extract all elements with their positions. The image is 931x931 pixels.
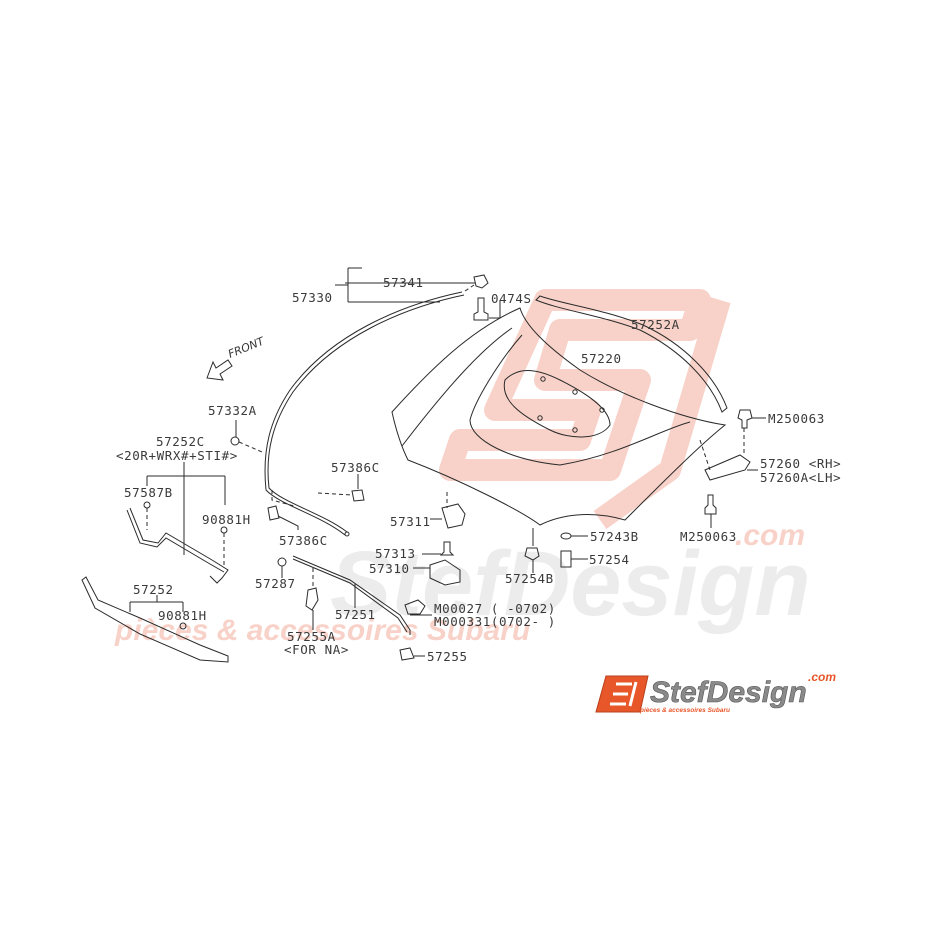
label-m250063-bottom: M250063	[680, 529, 737, 544]
label-57330: 57330	[292, 290, 333, 305]
label-57255: 57255	[427, 649, 468, 664]
label-57313: 57313	[375, 546, 416, 561]
logo-tld: .com	[808, 670, 836, 684]
label-57252: 57252	[133, 582, 174, 597]
label-57386c-a: 57386C	[331, 460, 380, 475]
label-57243b: 57243B	[590, 529, 639, 544]
watermark: StefDesign .com pièces & accessoires Sub…	[114, 289, 811, 647]
label-57260a: 57260A<LH>	[760, 470, 841, 485]
stefdesign-logo: StefDesign .com pièces & accessoires Sub…	[595, 670, 836, 714]
bolt-m250063-top	[737, 409, 753, 429]
trim-57252c	[126, 507, 229, 584]
label-57252c-note: <20R+WRX#+STI#>	[116, 448, 238, 463]
bumper-57254	[560, 550, 572, 568]
watermark-emblem	[439, 289, 731, 529]
clip-90881h-a	[220, 526, 228, 534]
logo-tagline: pièces & accessoires Subaru	[639, 707, 730, 714]
holder-57255	[399, 647, 415, 661]
latch-57310	[429, 559, 461, 586]
holder-57255a	[305, 587, 319, 611]
bumper-57254b	[524, 547, 540, 561]
arrow-left-icon	[206, 359, 233, 381]
label-57287: 57287	[255, 576, 296, 591]
logo-name: StefDesign	[650, 676, 807, 709]
part-labels: 57341 57330 0474S 57252A 57220 M250063 5…	[116, 275, 841, 664]
label-m00027: M00027 ( -0702)	[434, 601, 556, 616]
cable-57330	[264, 291, 465, 537]
label-57255a-note: <FOR NA>	[284, 642, 349, 657]
clip-57341	[473, 274, 489, 289]
bolt-m250063-bottom	[704, 494, 717, 515]
clip-57386c-a	[351, 489, 365, 502]
label-90881h-b: 90881H	[158, 608, 207, 623]
label-57332a: 57332A	[208, 403, 257, 418]
label-57310: 57310	[369, 561, 410, 576]
label-57255a: 57255A	[287, 629, 336, 644]
label-57341: 57341	[383, 275, 424, 290]
bolt-m00027	[404, 599, 426, 615]
label-57220: 57220	[581, 351, 622, 366]
bolt-57313	[439, 541, 455, 556]
clip-90881h-b	[179, 622, 187, 630]
label-57260: 57260 <RH>	[760, 456, 841, 471]
label-57254: 57254	[589, 552, 630, 567]
hood-57220	[391, 307, 727, 526]
label-57587b: 57587B	[124, 485, 173, 500]
bolt-0474s	[473, 297, 489, 321]
label-57252a: 57252A	[631, 317, 680, 332]
label-90881h-a: 90881H	[202, 512, 251, 527]
trim-57252	[81, 576, 229, 663]
clip-57386c-b	[267, 505, 280, 521]
watermark-tld: .com	[735, 519, 805, 552]
seal-57252a	[535, 295, 728, 413]
prop-rod-57251	[292, 555, 411, 635]
label-57251: 57251	[335, 607, 376, 622]
hinge-57260	[704, 454, 751, 481]
label-57386c-b: 57386C	[279, 533, 328, 548]
label-57254b: 57254B	[505, 571, 554, 586]
clip-57587b	[143, 501, 151, 509]
striker-57311	[441, 503, 466, 529]
label-m250063-top: M250063	[768, 411, 825, 426]
logo-badge	[595, 675, 649, 713]
front-arrow: FRONT	[206, 334, 267, 381]
grommet-57332a	[230, 436, 240, 446]
front-label: FRONT	[226, 334, 267, 361]
watermark-tagline: pièces & accessoires Subaru	[114, 614, 530, 647]
label-m000331: M000331(0702- )	[434, 614, 556, 629]
label-0474s: 0474S	[491, 291, 532, 306]
watermark-brand: StefDesign	[330, 533, 811, 635]
grommet-57287	[277, 557, 287, 567]
label-57311: 57311	[390, 514, 431, 529]
label-57252c: 57252C	[156, 434, 205, 449]
